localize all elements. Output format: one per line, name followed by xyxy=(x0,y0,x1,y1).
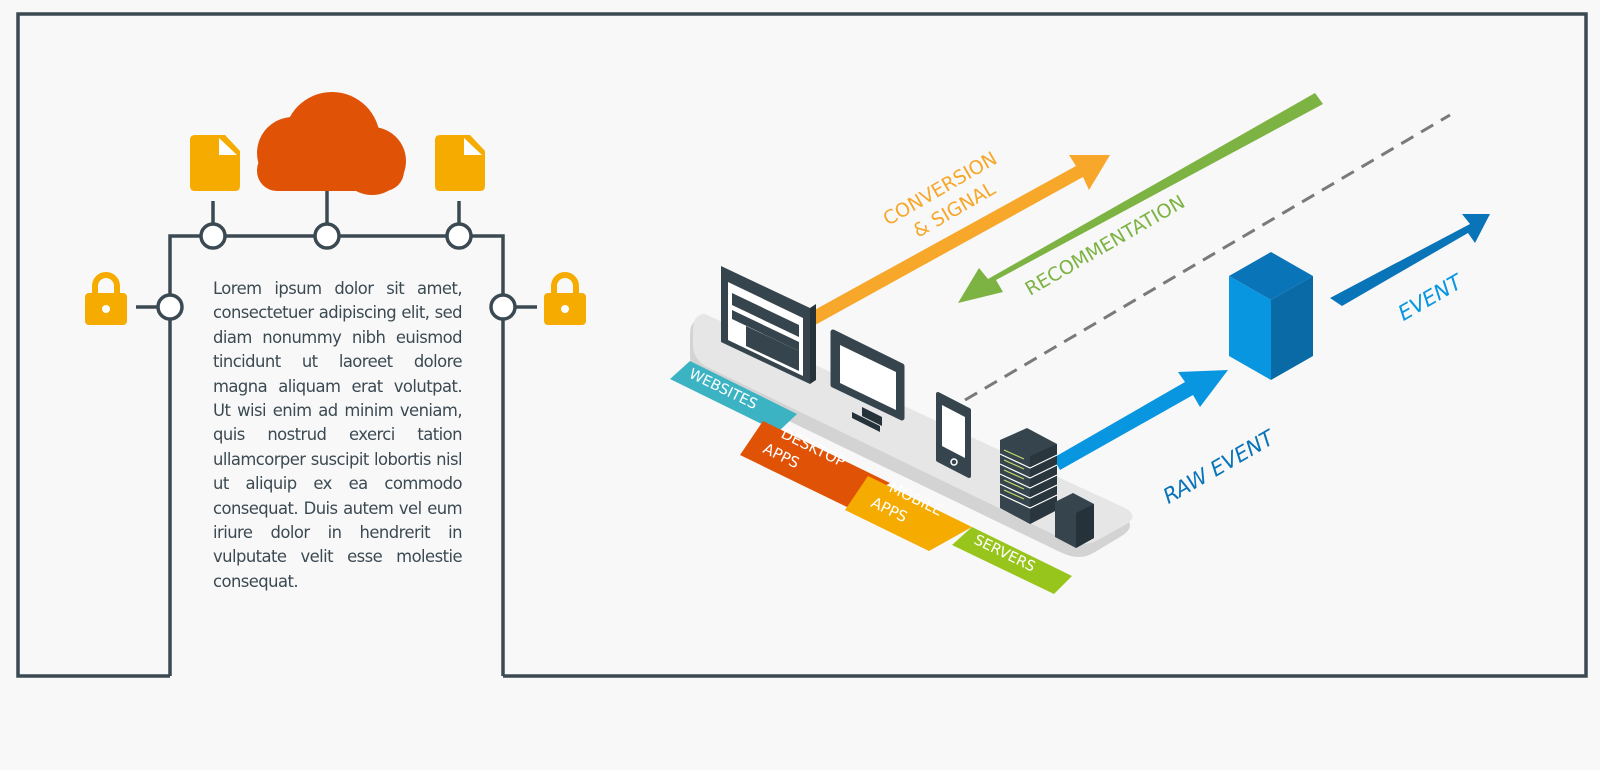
node-circle xyxy=(445,222,473,250)
dashed-link xyxy=(964,113,1451,402)
description-text: Lorem ipsum dolor sit amet, consectetuer… xyxy=(213,279,463,591)
event-label: EVENT xyxy=(1396,269,1465,328)
outer-frame xyxy=(16,12,1588,678)
node-circle xyxy=(199,222,227,250)
desktop-monitor-icon xyxy=(830,329,905,432)
server-rack-icon xyxy=(999,428,1094,548)
conversion-arrow xyxy=(800,155,1110,330)
node-circle xyxy=(156,293,184,321)
recommendation-arrow xyxy=(958,93,1323,303)
document-icon xyxy=(190,135,240,191)
mobile-phone-icon xyxy=(936,392,971,478)
node-circle xyxy=(489,293,517,321)
lock-icon xyxy=(85,272,127,325)
cloud-icon xyxy=(257,92,406,195)
lock-icon xyxy=(544,272,586,325)
browser-window-icon xyxy=(721,266,816,384)
raw-event-arrow xyxy=(1053,370,1228,470)
tag-mobile-apps: MOBILE APPS xyxy=(845,476,972,551)
data-store-cube-icon xyxy=(1229,252,1313,380)
event-arrow xyxy=(1330,214,1490,306)
node-circle xyxy=(313,222,341,250)
raw-event-label: RAW EVENT xyxy=(1161,424,1277,510)
document-icon xyxy=(435,135,485,191)
